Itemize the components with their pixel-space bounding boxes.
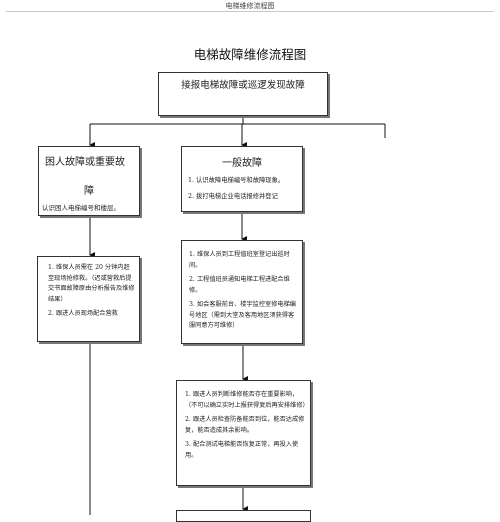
step-text: 工程值班员通知电梯工程进配合维修。 bbox=[189, 276, 290, 294]
step-text: 维保人员到工程值班室登记出巡时间。 bbox=[189, 251, 290, 269]
rescue-step: 1.维保人员需在 20 分钟内赶至现场抢修救。（迟或营救后提交书面故障原由分析报… bbox=[48, 263, 135, 305]
document-title: 电梯故障维修流程图 bbox=[193, 47, 307, 62]
inspection-steps-box: 1.跟进人员判断维修能否存在重要影响，（不可以确立实时上报获得复后再安排维修） … bbox=[176, 380, 311, 486]
step-text: 配合测试电梯能否恢复正常，再投入使用。 bbox=[185, 441, 299, 459]
step-number: 3. bbox=[189, 301, 195, 308]
rescue-steps-box: 1.维保人员需在 20 分钟内赶至现场抢修救。（迟或营救后提交书面故障原由分析报… bbox=[37, 256, 140, 342]
registration-step: 1.维保人员到工程值班室登记出巡时间。 bbox=[189, 250, 298, 271]
inspection-step: 2.跟进人员检查防备能否到位，能否达成修复，能否造成其余影响。 bbox=[185, 415, 306, 436]
general-fault-step: 1. 认识故障电梯编号和故障现象。 bbox=[188, 175, 284, 184]
step-number: 3. bbox=[185, 441, 191, 448]
step-text: 如会客服前台、楼宇监控室修电梯编号地区（需到大堂及客用地区须获得客服同意方可维修… bbox=[189, 301, 296, 329]
trapped-fault-note: 认识困人电梯编号和楼层。 bbox=[42, 204, 120, 212]
step-number: 1. bbox=[189, 251, 195, 258]
step-text: 拨打电梯企业电话报修并登记 bbox=[196, 193, 278, 200]
step-number: 2. bbox=[188, 193, 195, 200]
page-header: 电梯维修流程图 bbox=[225, 2, 275, 10]
step-number: 2. bbox=[48, 310, 54, 317]
step-text: 跟进人员判断维修能否存在重要影响，（不可以确立实时上报获得复后再安排维修） bbox=[185, 391, 309, 409]
step-number: 2. bbox=[185, 416, 191, 423]
general-fault-box: 一般故障 1. 认识故障电梯编号和故障现象。 2. 拨打电梯企业电话报修并登记 bbox=[181, 146, 303, 212]
step-number: 1. bbox=[188, 177, 195, 184]
inspection-step: 3.配合测试电梯能否恢复正常，再投入使用。 bbox=[185, 440, 306, 461]
registration-step: 3.如会客服前台、楼宇监控室修电梯编号地区（需到大堂及客用地区须获得客服同意方可… bbox=[189, 300, 298, 332]
trapped-fault-box: 困人故障或重要故 障 认识困人电梯编号和楼层。 bbox=[38, 146, 140, 216]
trapped-fault-title-line2: 障 bbox=[84, 186, 94, 197]
registration-step: 2.工程值班员通知电梯工程进配合维修。 bbox=[189, 275, 298, 296]
step-text: 跟进人员检查防备能否到位，能否达成修复，能否造成其余影响。 bbox=[185, 416, 305, 434]
trapped-fault-title-line1: 困人故障或重要故 bbox=[45, 157, 125, 168]
step-text: 认识故障电梯编号和故障现象。 bbox=[196, 177, 285, 184]
general-fault-title: 一般故障 bbox=[222, 158, 262, 169]
step-number: 1. bbox=[48, 264, 54, 271]
general-fault-step: 2. 拨打电梯企业电话报修并登记 bbox=[188, 191, 284, 200]
step-number: 1. bbox=[185, 391, 191, 398]
inspection-step: 1.跟进人员判断维修能否存在重要影响，（不可以确立实时上报获得复后再安排维修） bbox=[185, 390, 309, 411]
report-fault-box: 接报电梯故障或巡逻发现故障 bbox=[158, 72, 328, 116]
step-text: 维保人员需在 20 分钟内赶至现场抢修救。（迟或营救后提交书面故障原由分析报告及… bbox=[48, 264, 135, 303]
repair-registration-box: 1.维保人员到工程值班室登记出巡时间。 2.工程值班员通知电梯工程进配合维修。 … bbox=[181, 240, 303, 344]
header-divider bbox=[6, 11, 494, 12]
next-step-box-partial bbox=[176, 510, 311, 522]
step-text: 跟进人员现场配合营救 bbox=[56, 310, 118, 317]
rescue-step: 2.跟进人员现场配合营救 bbox=[48, 309, 135, 320]
step-number: 2. bbox=[189, 276, 195, 283]
report-fault-label: 接报电梯故障或巡逻发现故障 bbox=[181, 80, 305, 91]
